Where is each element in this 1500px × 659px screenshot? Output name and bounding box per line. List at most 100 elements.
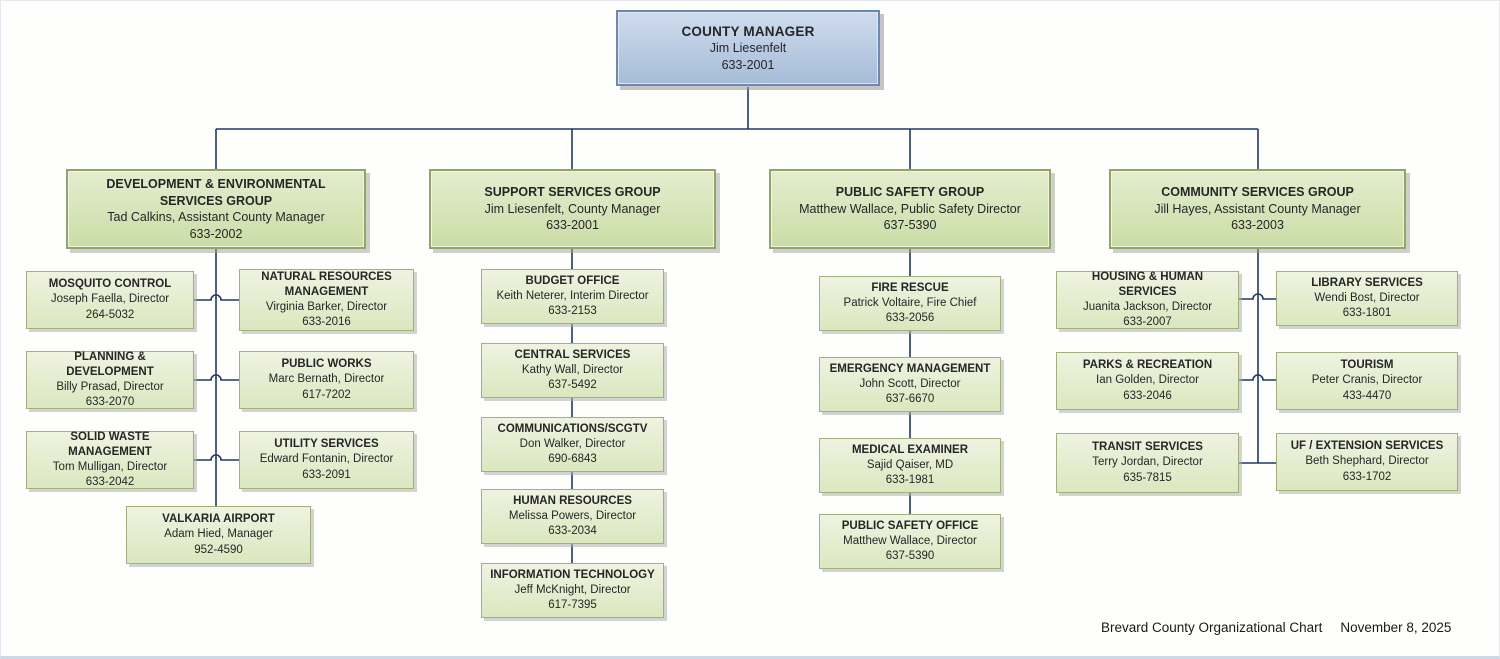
node-person: Peter Cranis, Director [1311, 374, 1423, 387]
org-node-valkaria-airport: VALKARIA AIRPORT Adam Hied, Manager 952-… [126, 506, 311, 564]
org-node-support-services-group: SUPPORT SERVICES GROUP Jim Liesenfelt, C… [429, 169, 716, 249]
node-phone: 617-7395 [548, 599, 597, 612]
node-title: COUNTY MANAGER [681, 23, 815, 39]
node-phone: 633-1801 [1342, 307, 1392, 320]
node-title: TOURISM [1340, 359, 1394, 372]
node-person: Ian Golden, Director [1096, 374, 1199, 387]
node-title: BUDGET OFFICE [525, 274, 620, 287]
node-person: John Scott, Director [859, 377, 961, 390]
node-title: EMERGENCY MANAGEMENT [829, 362, 991, 375]
node-phone: 633-2070 [85, 396, 135, 409]
node-phone: 633-2007 [1123, 316, 1172, 329]
node-phone: 633-2056 [885, 312, 935, 325]
node-title: MEDICAL EXAMINER [851, 443, 969, 456]
node-title: LIBRARY SERVICES [1311, 276, 1423, 289]
node-phone: 637-5390 [885, 550, 935, 563]
node-phone: 633-2034 [548, 525, 597, 538]
org-node-human-resources: HUMAN RESOURCES Melissa Powers, Director… [481, 489, 664, 544]
node-person: Keith Neterer, Interim Director [496, 289, 649, 302]
org-node-utility-services: UTILITY SERVICES Edward Fontanin, Direct… [239, 431, 414, 489]
org-node-public-works: PUBLIC WORKS Marc Bernath, Director 617-… [239, 351, 414, 409]
node-phone: 264-5032 [85, 308, 135, 321]
node-phone: 633-2002 [189, 226, 243, 241]
node-phone: 637-5492 [548, 379, 597, 392]
node-phone: 633-2001 [721, 57, 775, 72]
node-title: VALKARIA AIRPORT [162, 513, 275, 526]
org-node-planning-development: PLANNING & DEVELOPMENT Billy Prasad, Dir… [26, 351, 194, 409]
node-title: HOUSING & HUMAN SERVICES [1091, 270, 1204, 298]
node-person: Virginia Barker, Director [265, 301, 388, 313]
node-title: TRANSIT SERVICES [1092, 441, 1203, 454]
node-person: Billy Prasad, Director [56, 381, 164, 393]
node-phone: 633-2042 [85, 476, 135, 489]
node-phone: 952-4590 [194, 543, 243, 556]
node-phone: 633-1702 [1342, 470, 1392, 483]
org-node-transit-services: TRANSIT SERVICES Terry Jordan, Director … [1056, 433, 1239, 493]
org-node-emergency-management: EMERGENCY MANAGEMENT John Scott, Directo… [819, 357, 1001, 412]
org-node-central-services: CENTRAL SERVICES Kathy Wall, Director 63… [481, 343, 664, 398]
node-phone: 617-7202 [302, 388, 351, 401]
node-phone: 637-6670 [885, 393, 935, 406]
org-node-communications-scgtv: COMMUNICATIONS/SCGTV Don Walker, Directo… [481, 417, 664, 472]
org-node-public-safety-group: PUBLIC SAFETY GROUP Matthew Wallace, Pub… [769, 169, 1051, 249]
org-node-tourism: TOURISM Peter Cranis, Director 433-4470 [1276, 352, 1458, 410]
node-phone: 690-6843 [548, 453, 597, 466]
org-node-budget-office: BUDGET OFFICE Keith Neterer, Interim Dir… [481, 269, 664, 324]
node-person: Beth Shephard, Director [1305, 455, 1429, 468]
org-node-county-manager: COUNTY MANAGER Jim Liesenfelt 633-2001 [616, 10, 880, 86]
node-title: INFORMATION TECHNOLOGY [490, 568, 655, 581]
node-person: Matthew Wallace, Public Safety Director [799, 201, 1021, 216]
node-title: NATURAL RESOURCES MANAGEMENT [261, 270, 392, 298]
node-person: Jill Hayes, Assistant County Manager [1154, 201, 1361, 216]
node-person: Juanita Jackson, Director [1082, 301, 1213, 313]
org-node-information-technology: INFORMATION TECHNOLOGY Jeff McKnight, Di… [481, 563, 664, 618]
node-title: FIRE RESCUE [871, 281, 949, 294]
node-phone: 633-1981 [885, 474, 935, 487]
org-node-medical-examiner: MEDICAL EXAMINER Sajid Qaiser, MD 633-19… [819, 438, 1001, 493]
node-title: COMMUNITY SERVICES GROUP [1161, 185, 1354, 200]
node-phone: 633-2003 [1231, 218, 1284, 233]
node-phone: 633-2046 [1123, 389, 1172, 402]
org-node-library-services: LIBRARY SERVICES Wendi Bost, Director 63… [1276, 271, 1458, 326]
node-person: Jim Liesenfelt, County Manager [484, 201, 661, 216]
node-title: UF / EXTENSION SERVICES [1290, 440, 1444, 453]
org-node-uf-extension-services: UF / EXTENSION SERVICES Beth Shephard, D… [1276, 433, 1458, 491]
node-phone: 633-2001 [546, 218, 599, 233]
node-person: Edward Fontanin, Director [259, 453, 394, 466]
node-person: Melissa Powers, Director [508, 509, 637, 522]
node-person: Tom Mulligan, Director [52, 461, 168, 473]
node-title: PUBLIC SAFETY GROUP [835, 185, 985, 200]
org-node-development-environmental-services-group: DEVELOPMENT & ENVIRONMENTAL SERVICES GRO… [66, 169, 366, 249]
node-title: PUBLIC WORKS [281, 358, 372, 371]
node-title: PARKS & RECREATION [1082, 359, 1213, 372]
org-node-solid-waste-management: SOLID WASTE MANAGEMENT Tom Mulligan, Dir… [26, 431, 194, 489]
node-title: COMMUNICATIONS/SCGTV [497, 422, 648, 435]
org-node-public-safety-office: PUBLIC SAFETY OFFICE Matthew Wallace, Di… [819, 514, 1001, 569]
node-title: UTILITY SERVICES [274, 438, 379, 451]
org-node-mosquito-control: MOSQUITO CONTROL Joseph Faella, Director… [26, 271, 194, 329]
node-phone: 635-7815 [1123, 471, 1172, 484]
node-title: PUBLIC SAFETY OFFICE [841, 519, 979, 532]
node-person: Jeff McKnight, Director [514, 583, 631, 596]
node-person: Wendi Bost, Director [1314, 291, 1420, 304]
node-person: Matthew Wallace, Director [843, 534, 977, 547]
node-title: SOLID WASTE MANAGEMENT [68, 430, 152, 458]
node-person: Jim Liesenfelt [709, 41, 787, 56]
org-node-parks-recreation: PARKS & RECREATION Ian Golden, Director … [1056, 352, 1239, 410]
node-phone: 633-2091 [302, 468, 351, 481]
node-person: Adam Hied, Manager [164, 528, 273, 541]
node-title: CENTRAL SERVICES [514, 348, 631, 361]
node-phone: 433-4470 [1342, 389, 1392, 402]
node-phone: 633-2153 [548, 305, 597, 318]
org-node-community-services-group: COMMUNITY SERVICES GROUP Jill Hayes, Ass… [1109, 169, 1406, 249]
org-node-natural-resources-management: NATURAL RESOURCES MANAGEMENT Virginia Ba… [239, 269, 414, 331]
node-person: Tad Calkins, Assistant County Manager [107, 210, 325, 224]
org-node-housing-human-services: HOUSING & HUMAN SERVICES Juanita Jackson… [1056, 271, 1239, 329]
node-person: Marc Bernath, Director [268, 373, 385, 386]
node-person: Joseph Faella, Director [50, 293, 170, 306]
chart-caption-date: November 8, 2025 [1340, 620, 1452, 635]
node-person: Sajid Qaiser, MD [866, 458, 954, 471]
node-phone: 637-5390 [883, 218, 937, 233]
